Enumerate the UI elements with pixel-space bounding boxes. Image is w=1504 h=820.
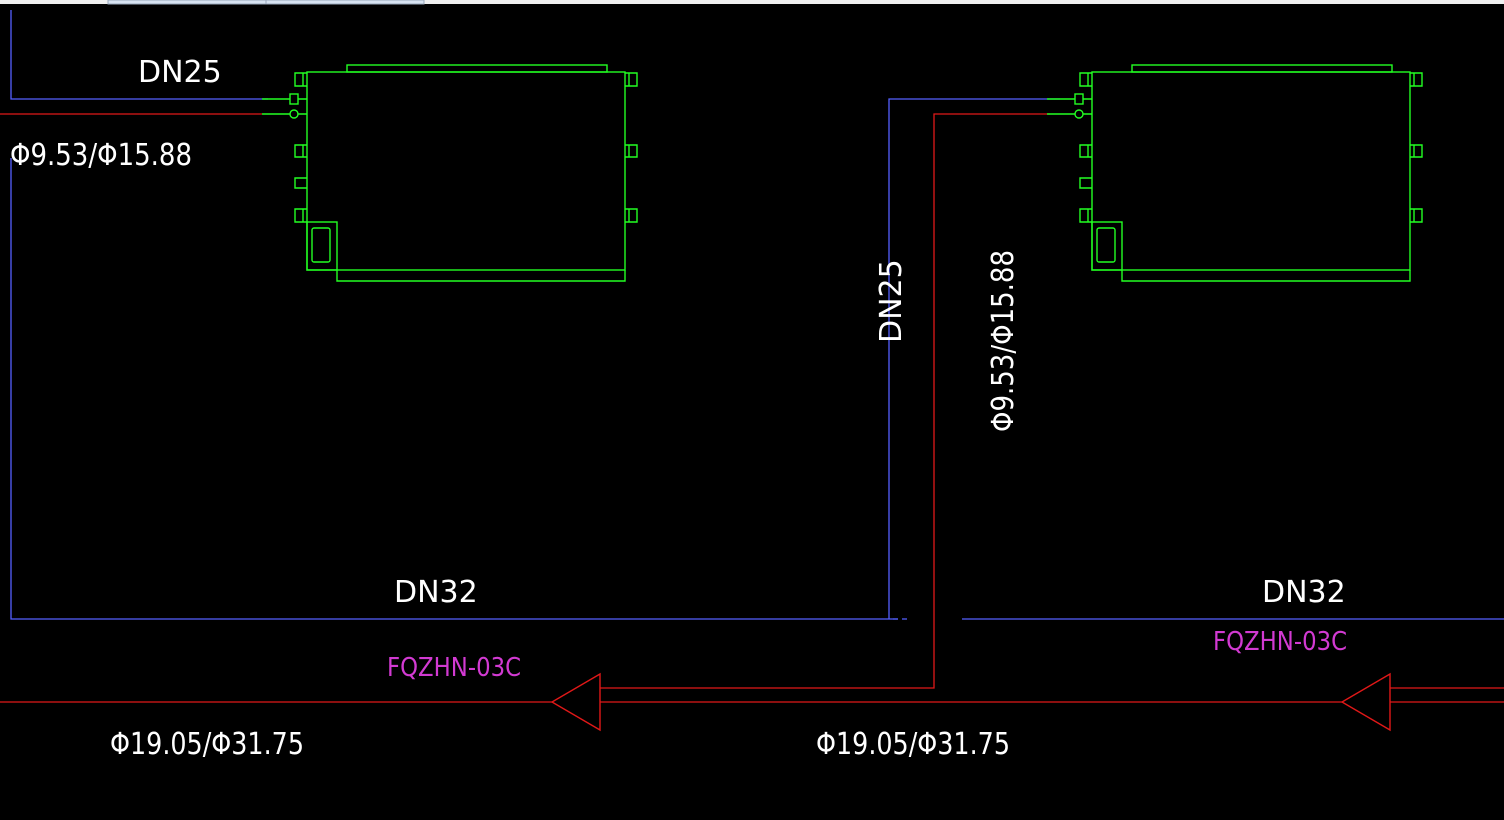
indoor-unit-icon[interactable] <box>261 64 638 282</box>
left-branch-tag: FQZHN-03C <box>387 653 521 683</box>
left-refrigerant-size-label: Φ9.53/Φ15.88 <box>10 138 192 173</box>
right-main-refrigerant-size-label: Φ19.05/Φ31.75 <box>816 727 1010 762</box>
branch-joint-arrow-icon <box>1340 672 1391 732</box>
riser-refrigerant-pipe <box>600 113 1050 689</box>
pipe-labels: DN25 Φ9.53/Φ15.88 DN25 Φ9.53/Φ15.88 DN32… <box>10 55 1347 762</box>
left-supply-pipe <box>10 10 268 100</box>
branch-joint-arrow-icon <box>550 672 601 732</box>
indoor-unit-icon[interactable] <box>1046 64 1423 282</box>
riser-refrigerant-size-label: Φ9.53/Φ15.88 <box>986 250 1021 432</box>
left-supply-size-label: DN25 <box>138 55 222 90</box>
left-main-refrigerant-size-label: Φ19.05/Φ31.75 <box>110 727 304 762</box>
top-toolbar-strip <box>0 0 1504 5</box>
right-main-size-label: DN32 <box>1262 575 1346 610</box>
riser-supply-pipe <box>888 98 1060 619</box>
left-return-pipe <box>10 158 898 620</box>
right-branch-tag: FQZHN-03C <box>1213 627 1347 657</box>
left-main-size-label: DN32 <box>394 575 478 610</box>
riser-supply-size-label: DN25 <box>874 259 909 343</box>
refrigerant-pipe-network <box>0 113 1504 703</box>
water-pipe-network <box>10 10 1504 620</box>
